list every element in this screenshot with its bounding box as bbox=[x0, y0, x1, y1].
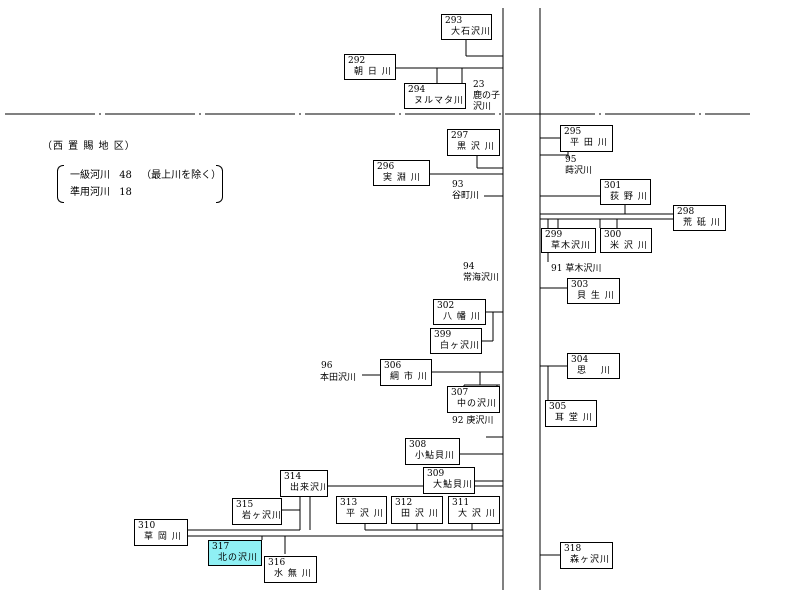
legend-label: 準用河川 bbox=[70, 187, 110, 198]
legend-bracket-left bbox=[57, 165, 64, 203]
legend-note: （最上川を除く） bbox=[141, 170, 222, 181]
minor-92-label: 92 庚沢川 bbox=[452, 416, 494, 426]
legend-title: （西 置 賜 地 区） bbox=[42, 141, 136, 152]
minor-95-label: 蒔沢川 bbox=[565, 166, 593, 176]
legend-row-class1: 一級河川 48 （最上川を除く） bbox=[70, 170, 227, 182]
minor-94-label: 常海沢川 bbox=[463, 273, 500, 283]
minor-93-num: 93 bbox=[452, 180, 464, 190]
minor-94-num: 94 bbox=[463, 262, 475, 272]
legend-row-quasi: 準用河川 18 bbox=[70, 187, 138, 199]
minor-95-num: 95 bbox=[565, 155, 577, 165]
minor-23-label-a: 鹿の子 bbox=[473, 91, 501, 101]
minor-96-num: 96 bbox=[321, 361, 333, 371]
minor-23-label-b: 沢川 bbox=[473, 102, 492, 112]
legend-label: 一級河川 bbox=[70, 170, 110, 181]
minor-96-label: 本田沢川 bbox=[320, 373, 357, 383]
minor-93-label: 谷町川 bbox=[452, 191, 480, 201]
legend-count: 48 bbox=[119, 170, 132, 181]
minor-91-label: 91 草木沢川 bbox=[551, 264, 602, 274]
minor-23-num: 23 bbox=[473, 80, 485, 90]
legend-count: 18 bbox=[119, 187, 132, 198]
